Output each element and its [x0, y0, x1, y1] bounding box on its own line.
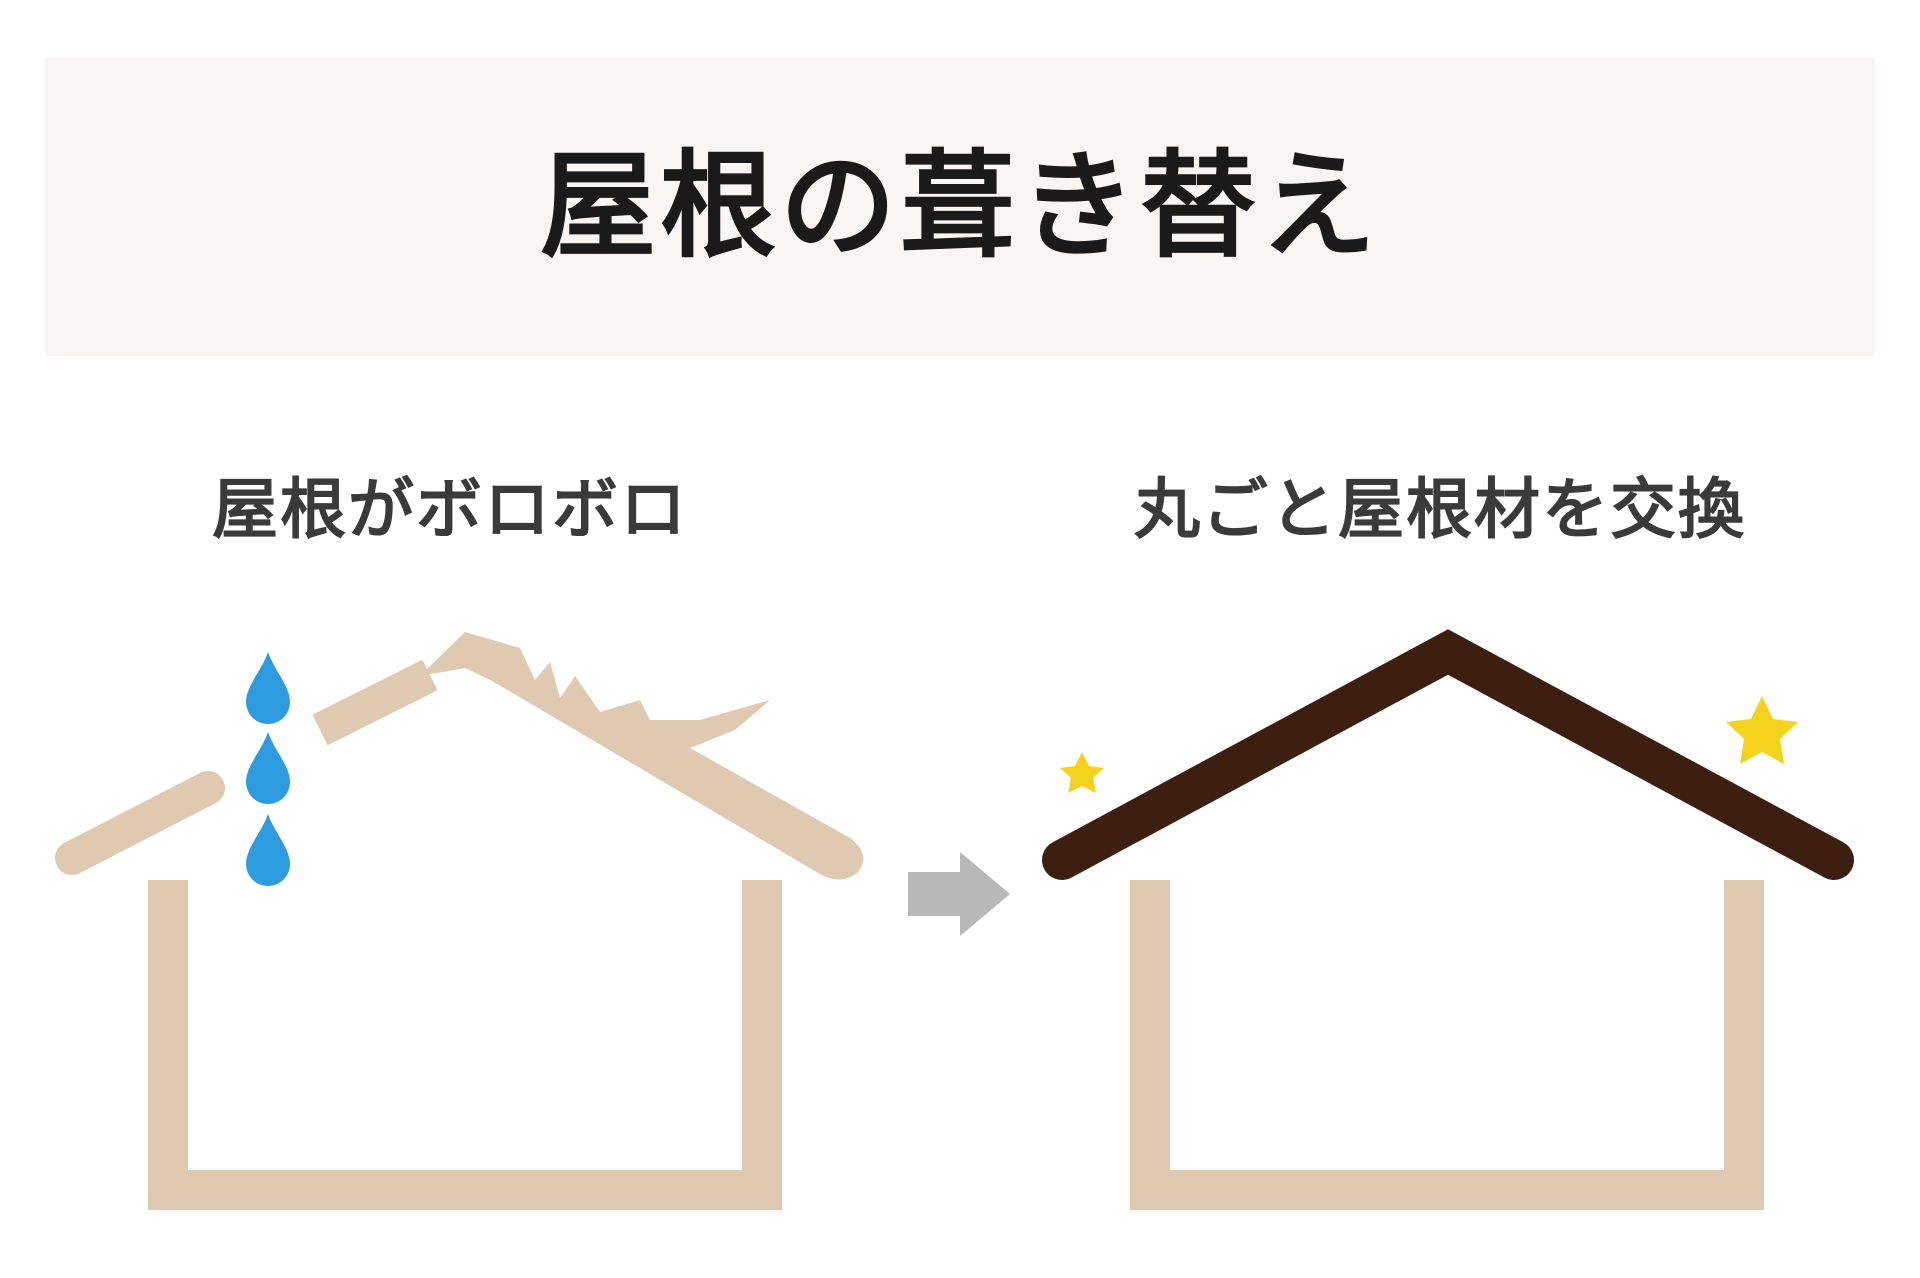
- new-house: [1042, 629, 1854, 1210]
- water-drop-icon: [246, 814, 290, 886]
- new-roof: [1042, 629, 1854, 880]
- water-drops: [246, 652, 290, 886]
- sparkle-star-icon: [1060, 752, 1104, 793]
- sparkle-star-icon: [1726, 696, 1798, 764]
- new-house-walls: [1130, 880, 1764, 1210]
- damaged-house-walls: [148, 880, 782, 1210]
- roof-fragment-right: [465, 632, 864, 880]
- before-caption: 屋根がボロボロ: [212, 471, 688, 548]
- damaged-house: [55, 632, 864, 1210]
- after-caption: 丸ごと屋根材を交換: [1134, 471, 1746, 548]
- right-arrow-icon: [908, 852, 1010, 936]
- title-banner: 屋根の葺き替え: [45, 58, 1875, 356]
- water-drop-icon: [246, 652, 290, 724]
- roof-fragment-left: [55, 771, 225, 875]
- roof-fragment-middle: [312, 659, 438, 746]
- water-drop-icon: [246, 732, 290, 804]
- page-title: 屋根の葺き替え: [540, 139, 1380, 274]
